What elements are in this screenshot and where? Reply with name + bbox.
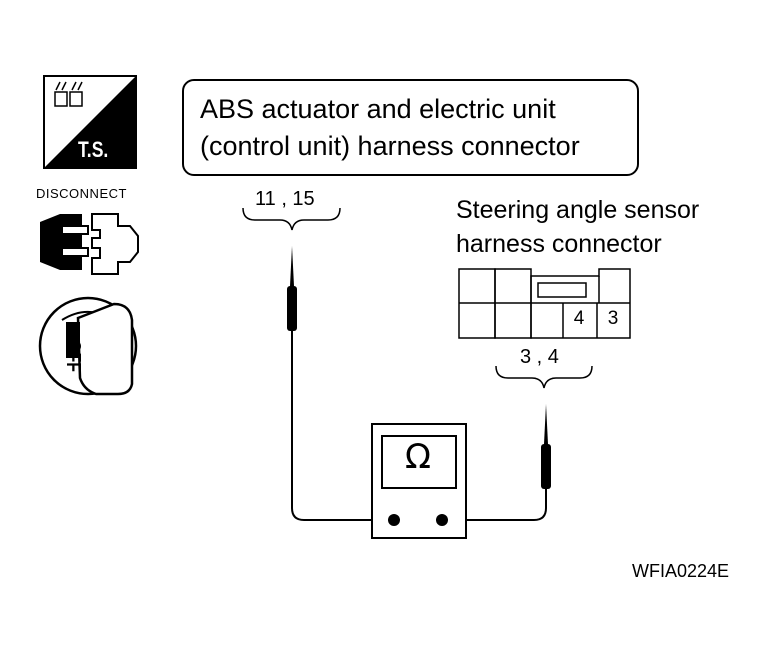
abs-connector-title-line1: ABS actuator and electric unit (200, 94, 556, 124)
sensor-connector-title-line2: harness connector (456, 230, 662, 258)
figure-code: WFIA0224E (632, 561, 730, 581)
abs-terminal-brace (242, 207, 341, 231)
sensor-connector-title: Steering angle sensor harness connector (456, 193, 699, 261)
sensor-terminal-numbers: 3 , 4 (520, 346, 559, 368)
sensor-pin-3: 3 (607, 308, 619, 329)
sensor-terminal-brace (495, 365, 593, 389)
disconnect-label: DISCONNECT (36, 186, 127, 201)
abs-connector-title-line2: (control unit) harness connector (200, 131, 580, 161)
ignition-off-label: OFF (62, 340, 84, 372)
sensor-connector-title-line1: Steering angle sensor (456, 196, 700, 224)
ts-icon-label: T.S. (78, 137, 109, 162)
sensor-pin-4: 4 (573, 308, 585, 329)
ohmmeter-icon (371, 423, 467, 539)
disconnect-connector-icon (40, 213, 139, 275)
abs-terminal-numbers: 11 , 15 (255, 188, 315, 210)
ignition-off-icon (38, 296, 138, 396)
left-test-probe (287, 246, 394, 521)
abs-connector-callout: ABS actuator and electric unit (control … (182, 79, 639, 176)
ohm-symbol: Ω (405, 437, 431, 477)
ts-icon (43, 75, 137, 169)
steering-sensor-connector (458, 268, 631, 339)
right-test-probe (442, 404, 551, 521)
